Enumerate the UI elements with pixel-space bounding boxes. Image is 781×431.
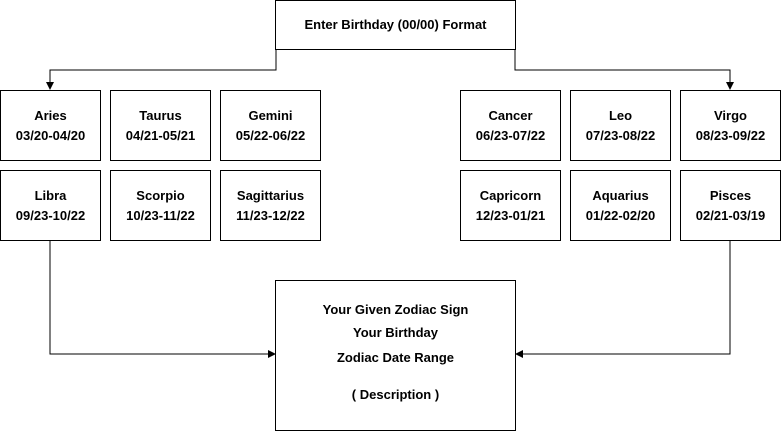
sign-name: Scorpio	[136, 187, 185, 203]
sign-date-range: 09/23-10/22	[15, 207, 86, 223]
connector-start-to-left	[46, 49, 277, 90]
sign-date-range: 11/23-12/22	[236, 207, 305, 223]
sign-date-range: 02/21-03/19	[695, 207, 766, 223]
sign-box-cancer: Cancer 06/23-07/22	[460, 90, 561, 161]
sign-name: Leo	[608, 107, 633, 123]
sign-box-capricorn: Capricorn 12/23-01/21	[460, 170, 561, 241]
sign-box-gemini: Gemini 05/22-06/22	[220, 90, 321, 161]
sign-name: Virgo	[714, 107, 747, 123]
sign-date-range: 05/22-06/22	[235, 127, 306, 143]
connector-left-to-result	[49, 240, 276, 358]
connector-start-to-right	[514, 49, 734, 90]
sign-name: Cancer	[488, 107, 533, 123]
sign-box-pisces: Pisces 02/21-03/19	[680, 170, 781, 241]
sign-date-range: 01/22-02/20	[585, 207, 656, 223]
sign-box-sagittarius: Sagittarius 11/23-12/22	[220, 170, 321, 241]
sign-date-range: 08/23-09/22	[695, 127, 766, 143]
sign-name: Capricorn	[479, 187, 542, 203]
result-zodiac-sign: Your Given Zodiac Sign	[322, 302, 469, 317]
result-birthday: Your Birthday	[353, 325, 438, 340]
sign-date-range: 06/23-07/22	[475, 127, 546, 143]
sign-box-leo: Leo 07/23-08/22	[570, 90, 671, 161]
enter-birthday-box: Enter Birthday (00/00) Format	[275, 0, 516, 50]
sign-date-range: 07/23-08/22	[585, 127, 656, 143]
result-description: ( Description )	[351, 387, 440, 402]
sign-box-taurus: Taurus 04/21-05/21	[110, 90, 211, 161]
sign-name: Gemini	[248, 107, 293, 123]
sign-date-range: 12/23-01/21	[475, 207, 546, 223]
sign-date-range: 04/21-05/21	[125, 127, 196, 143]
sign-box-aquarius: Aquarius 01/22-02/20	[570, 170, 671, 241]
sign-name: Aquarius	[592, 187, 649, 203]
result-date-range: Zodiac Date Range	[336, 350, 455, 365]
sign-name: Sagittarius	[236, 187, 305, 203]
sign-name: Pisces	[709, 187, 752, 203]
sign-date-range: 03/20-04/20	[15, 127, 86, 143]
sign-name: Aries	[34, 107, 67, 123]
connector-right-to-result	[515, 240, 731, 358]
sign-date-range: 10/23-11/22	[126, 207, 195, 223]
sign-box-aries: Aries 03/20-04/20	[0, 90, 101, 161]
sign-box-scorpio: Scorpio 10/23-11/22	[110, 170, 211, 241]
enter-birthday-label: Enter Birthday (00/00) Format	[304, 17, 487, 32]
sign-box-virgo: Virgo 08/23-09/22	[680, 90, 781, 161]
sign-name: Taurus	[139, 107, 182, 123]
sign-box-libra: Libra 09/23-10/22	[0, 170, 101, 241]
result-box: Your Given Zodiac Sign Your Birthday Zod…	[275, 280, 516, 431]
sign-name: Libra	[34, 187, 67, 203]
